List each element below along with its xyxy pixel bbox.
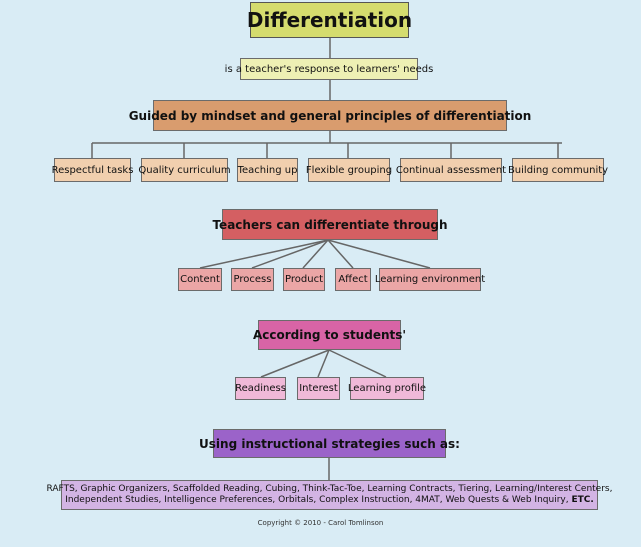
through-affect: Affect xyxy=(335,268,371,291)
strategies-etc: ETC. xyxy=(571,495,594,505)
principle-respectful-tasks: Respectful tasks xyxy=(52,158,133,182)
student-readiness: Readiness xyxy=(235,377,286,400)
strategies-line-2-text: Independent Studies, Intelligence Prefer… xyxy=(65,495,569,505)
student-learning-profile: Learning profile xyxy=(348,377,426,400)
strategies-list: RAFTS, Graphic Organizers, Scaffolded Re… xyxy=(47,480,612,510)
through-heading: Teachers can differentiate through xyxy=(212,209,448,240)
connector-through-product xyxy=(302,239,329,269)
principle-continual-assessment: Continual assessment xyxy=(396,158,506,182)
connector-through-affect xyxy=(327,239,354,269)
through-product: Product xyxy=(283,268,325,291)
principle-teaching-up: Teaching up xyxy=(237,158,298,182)
strategies-heading: Using instructional strategies such as: xyxy=(199,429,460,458)
copyright-text: Copyright © 2010 - Carol Tomlinson xyxy=(257,519,384,527)
principle-flexible-grouping: Flexible grouping xyxy=(306,158,392,182)
student-interest: Interest xyxy=(297,377,340,400)
students-heading: According to students' xyxy=(253,320,406,350)
strategies-line-2: Independent Studies, Intelligence Prefer… xyxy=(65,495,594,506)
strategies-line-1: RAFTS, Graphic Organizers, Scaffolded Re… xyxy=(46,484,613,494)
through-learning-environment: Learning environment xyxy=(375,268,485,291)
principle-quality-curriculum: Quality curriculum xyxy=(138,158,231,182)
title-box: Differentiation xyxy=(247,2,412,38)
tagline-box: is a teacher's response to learners' nee… xyxy=(225,58,433,80)
connector-students-readiness xyxy=(260,349,330,378)
principles-heading: Guided by mindset and general principles… xyxy=(129,100,531,131)
connector-students-profile xyxy=(328,349,387,378)
through-content: Content xyxy=(178,268,222,291)
connector-students-interest xyxy=(317,349,330,378)
principle-building-community: Building community xyxy=(508,158,608,182)
through-process: Process xyxy=(231,268,274,291)
connector-through-process xyxy=(251,239,329,269)
connector-through-environment xyxy=(327,239,431,269)
connector-through-content xyxy=(199,239,329,269)
